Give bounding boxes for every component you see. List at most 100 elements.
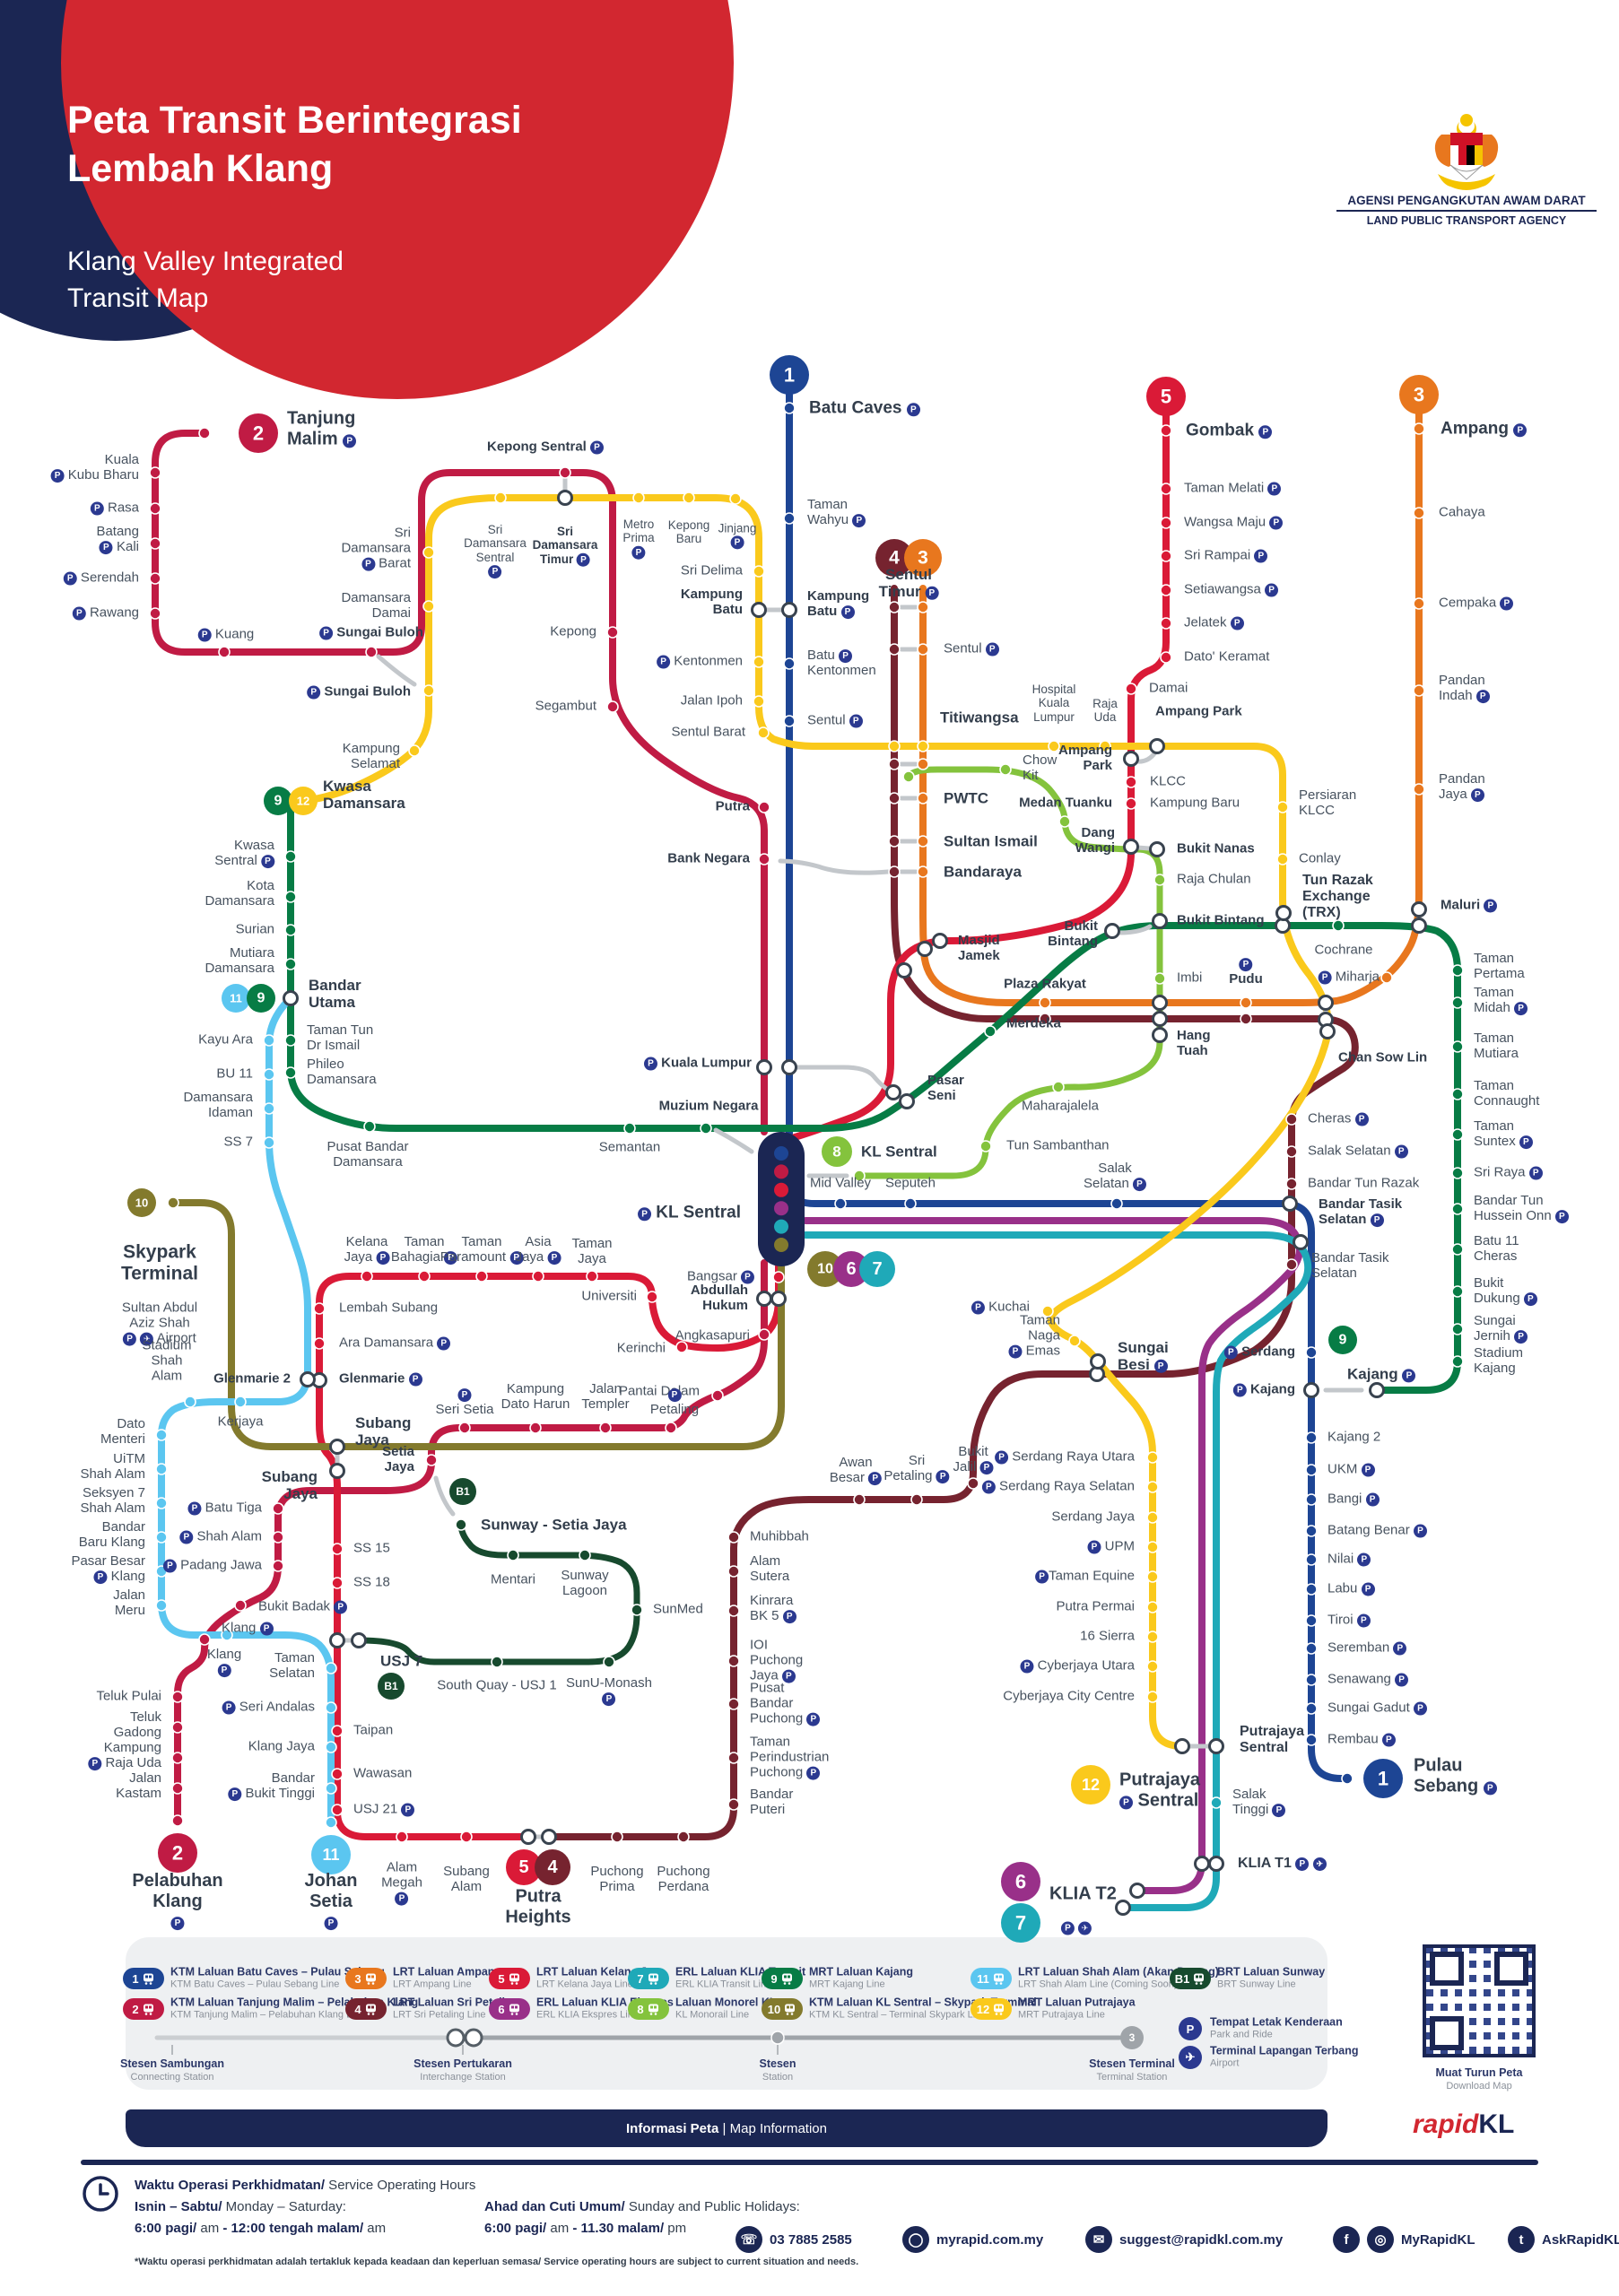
station-dot [888, 643, 901, 656]
interchange-station-dot [896, 962, 912, 978]
line-erl-klia-transit [802, 1231, 1312, 1911]
interchange-station-dot [751, 602, 767, 618]
station-dot [331, 1768, 344, 1780]
line-badge-1 [770, 355, 809, 395]
interchange-station-dot [557, 490, 573, 506]
station-dot [1413, 507, 1425, 519]
station-dot [171, 1782, 184, 1795]
interchange-station-dot [1123, 839, 1139, 855]
line-badge-9 [247, 984, 275, 1013]
contact-social: f◎MyRapidKL [1333, 2226, 1475, 2253]
social-icon: f [1333, 2226, 1360, 2253]
interchange-station-dot [329, 1463, 345, 1479]
line-brt-sunway [355, 1519, 640, 1665]
station-dot [783, 512, 796, 525]
station-dot [1146, 1451, 1159, 1464]
line-badge-7 [859, 1251, 895, 1287]
line-badge-number: B1 [456, 1485, 470, 1498]
line-badge-6 [1001, 1862, 1040, 1901]
line-badge-number: 11 [230, 992, 242, 1005]
station-dot [917, 792, 929, 804]
station-dot [263, 1034, 275, 1047]
station-dot [1305, 1674, 1318, 1686]
interchange-station-dot [1123, 751, 1139, 767]
line-badge-11 [222, 984, 250, 1013]
contact-mail: ✉suggest@rapidkl.com.my [1085, 2226, 1283, 2253]
line-badge-B1 [449, 1478, 476, 1505]
station-dot [1153, 972, 1166, 985]
hub-line-dot [774, 1238, 788, 1252]
station-dot [1146, 1541, 1159, 1553]
station-dot [494, 491, 507, 504]
line-badge-9 [264, 787, 292, 815]
line-badge-number: 3 [918, 548, 928, 569]
station-dot [365, 646, 378, 658]
station-dot [888, 792, 901, 804]
station-dot [425, 1454, 438, 1466]
station-dot [632, 491, 645, 504]
station-dot [475, 1270, 488, 1283]
station-dot [408, 744, 421, 757]
station-dot [1160, 550, 1172, 562]
interchange-station-dot [1208, 1856, 1224, 1872]
footer-text-line: Waktu Operasi Perkhidmatan/ Service Oper… [135, 2178, 476, 2193]
station-dot [218, 646, 231, 658]
footer-text-line: 6:00 pagi/ am - 11.30 malam/ pm [484, 2221, 687, 2236]
station-dot [396, 1831, 408, 1843]
line-badge-3 [904, 539, 942, 577]
station-dot [1451, 1203, 1464, 1215]
station-dot [1276, 801, 1289, 813]
station-dot [677, 1831, 690, 1843]
interchange-station-dot [885, 1084, 901, 1100]
station-dot [325, 1662, 337, 1674]
station-dot [149, 607, 161, 620]
hub-line-dot [774, 1164, 788, 1179]
station-dot [331, 1543, 344, 1555]
line-badge-number: 10 [135, 1196, 148, 1210]
station-dot [1052, 1081, 1065, 1093]
interchange-station-dot [756, 1291, 772, 1307]
station-dot [171, 1752, 184, 1764]
station-dot [727, 1565, 740, 1578]
station-dot [284, 850, 297, 863]
station-dot [758, 853, 770, 865]
hub-line-dot [774, 1201, 788, 1216]
interchange-station-dot [1174, 1738, 1190, 1754]
station-dot [910, 1493, 923, 1506]
hub-line-dot [774, 1182, 788, 1197]
station-dot [1451, 1167, 1464, 1179]
station-dot [263, 1102, 275, 1115]
station-dot [757, 726, 770, 739]
station-dot [631, 1604, 643, 1616]
line-badge-number: 9 [257, 991, 265, 1006]
station-dot [1110, 1197, 1123, 1210]
station-dot [1125, 797, 1137, 810]
station-dot [729, 492, 742, 505]
line-badge-B1 [378, 1673, 405, 1700]
station-dot [1451, 1323, 1464, 1335]
interchange-station-dot [1282, 1196, 1298, 1212]
footer-text-line: 6:00 pagi/ am - 12:00 tengah malam/ am [135, 2221, 387, 2236]
line-mrt-kajang [287, 808, 1461, 1394]
footer-note: *Waktu operasi perkhidmatan adalah terta… [135, 2257, 859, 2267]
station-dot [1210, 1796, 1223, 1809]
station-dot [1160, 651, 1172, 664]
interchange-station-dot [1090, 1353, 1106, 1370]
station-dot [902, 770, 915, 783]
line-badge-4 [535, 1849, 570, 1885]
interchange-station-dot [1319, 1023, 1336, 1039]
station-dot [1305, 1734, 1318, 1746]
phone-icon: ☏ [736, 2226, 762, 2253]
line-badge-number: B1 [384, 1680, 398, 1692]
station-dot [313, 1337, 326, 1350]
station-dot [532, 1270, 544, 1283]
station-dot [325, 1816, 337, 1829]
station-dot [331, 1804, 344, 1816]
agency-name-ms: Agensi Pengangkutan Awam Darat [1336, 194, 1597, 212]
line-lrt-kelana-jaya [316, 398, 1170, 1840]
line-badge-number: 1 [1378, 1768, 1388, 1790]
station-dot [1099, 740, 1111, 752]
station-dot [1305, 1464, 1318, 1476]
station-dot [325, 1782, 337, 1795]
